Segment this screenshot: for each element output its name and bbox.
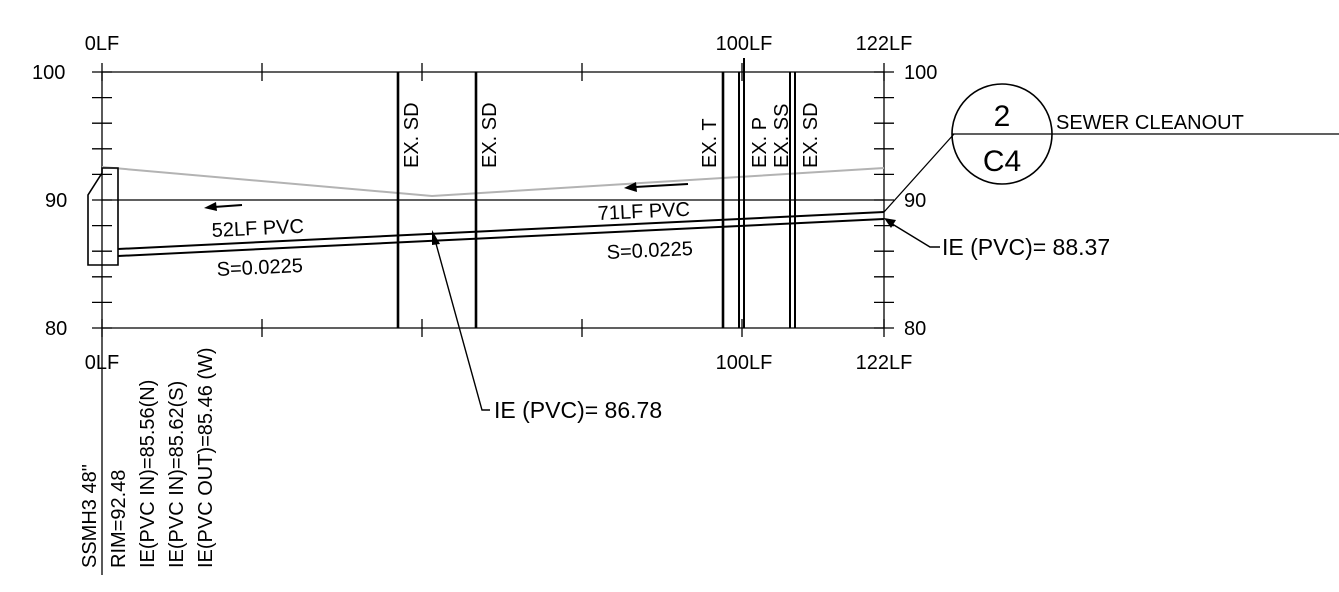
crossing-label-ex-sd-3: EX. SD [800,102,822,168]
crossing-labels: EX. SD EX. SD EX. T EX. P EX. SS EX. SD [401,102,822,168]
pipe-invert-line [117,218,885,257]
detail-bubble [883,83,1339,213]
pipe-right-length-label: 71LF PVC [597,199,690,225]
existing-grade-line [101,166,885,198]
ie-right-label: IE (PVC)= 88.37 [942,234,1110,260]
station-top-122: 122LF [856,33,913,55]
axis-ticks [92,63,894,337]
elev-right-100: 100 [904,62,937,84]
manhole-line-4: IE(PVC IN)=85.62(S) [166,381,188,568]
station-bottom-122: 122LF [856,352,913,374]
crossing-label-ex-p: EX. P [749,117,771,168]
crossing-label-ex-sd-1: EX. SD [401,102,423,168]
ie-mid-leader [432,230,490,411]
crossing-label-ex-sd-2: EX. SD [479,102,501,168]
detail-title: SEWER CLEANOUT [1056,112,1244,134]
elev-left-80: 80 [45,318,67,340]
proposed-pvc-pipe [117,211,885,257]
station-bottom-100: 100LF [716,352,773,374]
crossing-label-ex-t: EX. T [699,118,721,168]
pipe-left-slope-label: S=0.0225 [216,255,303,281]
ie-right-leader [884,218,940,248]
pipe-left-length-label: 52LF PVC [211,216,304,242]
manhole-structure [87,167,119,266]
manhole-note: SSMH3 48" RIM=92.48 IE(PVC IN)=85.56(N) … [79,347,217,568]
elev-right-80: 80 [904,318,926,340]
elev-left-90: 90 [45,190,67,212]
elev-right-90: 90 [904,190,926,212]
station-labels: 0LF 100LF 122LF 0LF 100LF 122LF [85,33,913,374]
flow-arrow-left [204,202,243,211]
ie-mid-label: IE (PVC)= 86.78 [494,397,662,423]
utility-crossings [396,58,796,328]
elev-left-100: 100 [32,62,65,84]
manhole-line-2: RIM=92.48 [108,470,130,568]
manhole-line-1: SSMH3 48" [79,464,101,568]
detail-leader-line [883,133,955,213]
detail-number: 2 [994,100,1011,133]
elevation-labels: 100 90 80 100 90 80 [32,62,937,340]
pipe-crown-line [117,211,885,250]
crossing-label-ex-ss: EX. SS [771,104,793,168]
manhole-line-3: IE(PVC IN)=85.56(N) [137,380,159,568]
station-top-0: 0LF [85,33,119,55]
manhole-line-5: IE(PVC OUT)=85.46 (W) [195,347,217,568]
flow-arrow-right [624,182,689,192]
station-top-100: 100LF [716,33,773,55]
detail-sheet: C4 [983,145,1021,178]
pipe-right-slope-label: S=0.0225 [606,238,693,264]
